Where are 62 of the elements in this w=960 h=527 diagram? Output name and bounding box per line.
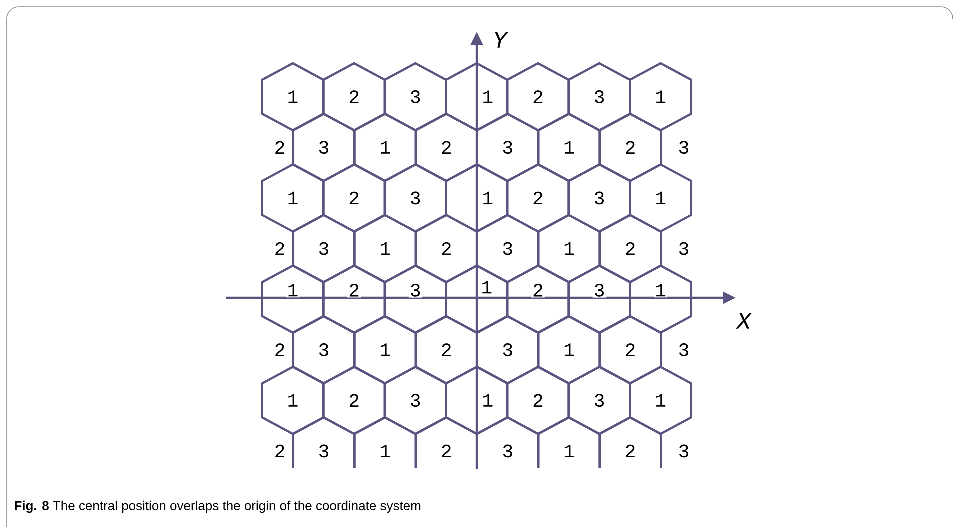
hexagon-cell: 1 [629, 164, 692, 233]
hexagon-cell: 3 [292, 315, 356, 385]
hexagon-cell: 3 [568, 264, 632, 334]
hexagon-cell: 3 [568, 366, 632, 436]
open-hexagon-cell: 3 [292, 416, 356, 468]
hexagon-cell: 2 [506, 264, 570, 334]
hexagon-cell: 1 [538, 315, 601, 385]
hexagon-cell: 2 [598, 214, 662, 284]
hexagon-cell: 1 [445, 62, 509, 132]
hexagon-cell: 3 [476, 315, 540, 385]
hexagon-cell: 3 [384, 62, 448, 132]
hexagon-cell: 1 [538, 214, 601, 284]
cell-number: 2 [276, 344, 284, 356]
open-hexagon-cell: 1 [354, 416, 417, 468]
hexagon-cell: 1 [445, 164, 509, 233]
hexagon-cell: 2 [506, 62, 570, 132]
hexagon-cell: 2 [506, 366, 570, 436]
hexagon-cell: 2 [322, 164, 386, 233]
hexagon-cell: 3 [384, 366, 448, 436]
hexagon-cell: 1 [261, 62, 325, 132]
hexagon-cell: 3 [568, 164, 632, 233]
hexagon-cell: 1 [445, 366, 509, 436]
cell-number: 2 [276, 242, 284, 256]
hexagon-cell: 3 [384, 164, 448, 233]
hexagon-cell: 3 [476, 113, 540, 182]
cell-number: 3 [680, 344, 688, 356]
hexagon-cell: 2 [506, 164, 570, 233]
hexagon-cell: 2 [598, 315, 662, 385]
open-hexagon-cell: 2 [598, 416, 662, 468]
hexagon-cell: 2 [414, 113, 478, 182]
hexagon-cell: 2 [322, 366, 386, 436]
cell-number: 3 [680, 242, 688, 256]
cell-number: 3 [680, 444, 688, 458]
hexagon-cell: 2 [322, 62, 386, 132]
hexagon-cell: 1 [261, 164, 325, 233]
axis-label: X [736, 313, 752, 329]
hexagon-cell: 3 [384, 264, 448, 334]
open-hexagon-cell: 2 [414, 416, 478, 468]
cell-number: 3 [680, 141, 688, 154]
hexagon-cell: 1 [445, 264, 509, 334]
hexagon-cell: 1 [629, 366, 692, 436]
hexagon-cell: 2 [414, 214, 478, 284]
open-hexagon-cell: 1 [538, 416, 601, 468]
hexagon-cell: 1 [354, 315, 417, 385]
hexagon-cell: 2 [322, 264, 386, 334]
hexagon-cell: 1 [261, 366, 325, 436]
hexagon-cell: 1 [354, 214, 417, 284]
hexagon-cell: 1 [629, 62, 692, 132]
hexagon-cell: 1 [629, 264, 692, 334]
cell-number: 2 [276, 444, 284, 458]
cell-number: 2 [276, 141, 284, 154]
hexagon-cell: 2 [598, 113, 662, 182]
hexagon-cell: 2 [414, 315, 478, 385]
hexagon-cell: 3 [292, 113, 356, 182]
hexagon-cell: 1 [538, 113, 601, 182]
axis-label: Y [495, 32, 509, 48]
hexagon-cell: 1 [354, 113, 417, 182]
open-hexagon-cell: 3 [476, 416, 540, 468]
hexagon-cell: 3 [568, 62, 632, 132]
hexagon-cell: 1 [261, 264, 325, 334]
figure-caption: Fig. 8 The central position overlaps the origin of the coordinate system [15, 500, 421, 514]
hexagon-cell: 3 [292, 214, 356, 284]
